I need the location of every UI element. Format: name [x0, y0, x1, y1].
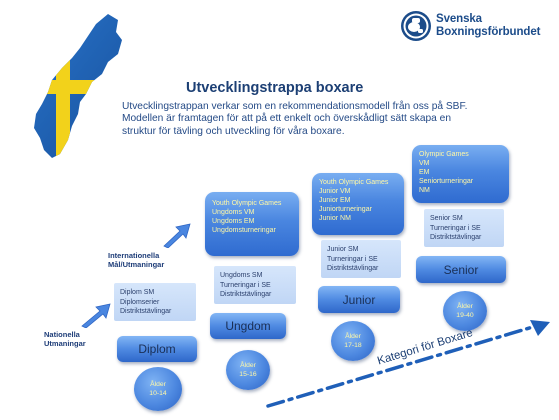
ungdom-national-box: Ungdoms SM Turneringar i SE Distriktstäv…: [214, 266, 296, 304]
level-ungdom: Ungdom: [210, 313, 286, 339]
level-junior: Junior: [318, 286, 400, 313]
senior-national-box: Senior SM Turneringar i SE Distriktstävl…: [424, 209, 504, 247]
ungdom-international-box: Youth Olympic Games Ungdoms VM Ungdoms E…: [205, 192, 299, 256]
sbf-logo: Svenska Boxningsförbundet: [400, 10, 550, 46]
level-diplom: Diplom: [117, 336, 197, 362]
nationella-label: Nationella Utmaningar: [44, 330, 86, 348]
page-title: Utvecklingstrappa boxare: [186, 80, 364, 96]
age-senior: Ålder 19-40: [443, 291, 487, 331]
arrow-icon: [81, 303, 111, 328]
sweden-map: [34, 14, 122, 158]
junior-national-box: Junior SM Turneringar i SE Distriktstävl…: [321, 240, 401, 278]
boxing-emblem-icon: [401, 11, 431, 41]
intro-line: Modellen är framtagen för att på ett enk…: [122, 113, 452, 125]
age-diplom: Ålder 10-14: [134, 367, 182, 411]
age-ungdom: Ålder 15-16: [226, 350, 270, 390]
logo-line-2: Boxningsförbundet: [436, 26, 541, 38]
diplom-national-box: Diplom SM Diplomserier Distriktstävlinga…: [114, 283, 196, 321]
junior-international-box: Youth Olympic Games Junior VM Junior EM …: [312, 173, 404, 235]
senior-international-box: Olympic Games VM EM Seniorturneringar NM: [412, 145, 509, 203]
level-senior: Senior: [416, 256, 506, 283]
intro-line: Utvecklingstrappan verkar som en rekomme…: [122, 101, 468, 112]
category-arrow: [266, 320, 550, 408]
logo-line-1: Svenska: [436, 13, 482, 25]
intro-text: Utvecklingstrappan verkar som en rekomme…: [122, 101, 472, 138]
intro-line: struktur för tävling och utveckling för …: [122, 125, 345, 137]
arrow-icon: [163, 223, 191, 248]
age-junior: Ålder 17-18: [331, 321, 375, 361]
internationella-label: Internationella Mål/Utmaningar: [108, 251, 165, 269]
